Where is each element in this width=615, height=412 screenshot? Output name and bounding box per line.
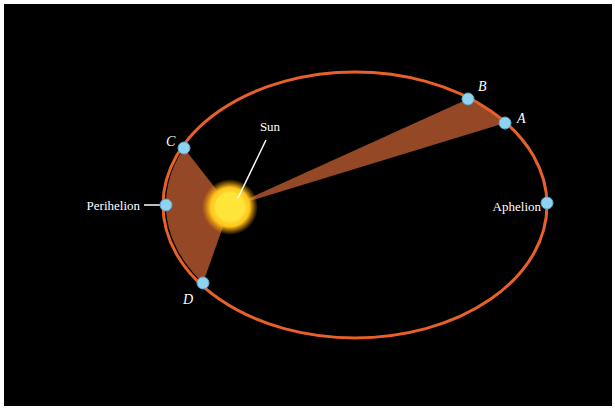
swept-area-wedge: [230, 99, 505, 207]
orbit-ellipse: [163, 72, 547, 338]
sun-glow: [202, 179, 258, 235]
planet-dot: [462, 93, 474, 105]
planet-dot: [160, 199, 172, 211]
sun-label: Sun: [260, 119, 280, 134]
leader-line: [144, 204, 160, 206]
perihelion-label: Perihelion: [87, 198, 140, 213]
sun-disc: [215, 192, 245, 222]
leader-line: [238, 140, 266, 198]
point-label: B: [478, 79, 487, 94]
point-label: D: [183, 292, 193, 307]
space-background: [4, 4, 612, 406]
planet-dot: [178, 142, 190, 154]
point-label: C: [166, 134, 175, 149]
aphelion-label: Aphelion: [493, 199, 541, 214]
planet-positions: [160, 93, 553, 289]
planet-dot: [197, 277, 209, 289]
planet-dot: [541, 197, 553, 209]
planet-dot: [499, 117, 511, 129]
point-label: A: [517, 111, 526, 126]
